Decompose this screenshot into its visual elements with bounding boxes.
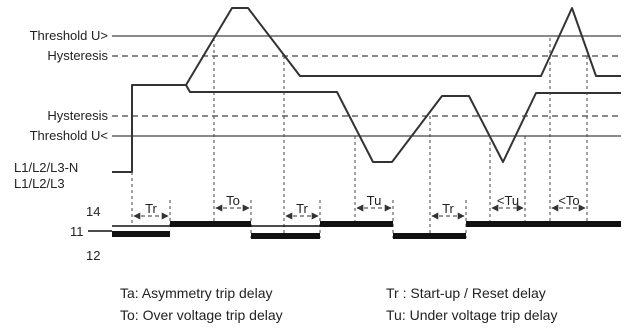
delay-label-tr: Tr (442, 201, 454, 216)
phase-n-label: L1/L2/L3-N (14, 160, 78, 175)
relay-state-bar (466, 221, 621, 227)
relay-state-bar (170, 221, 251, 227)
delay-label-tu: Tu (367, 193, 382, 208)
hysteresis-high-label: Hysteresis (47, 48, 108, 63)
relay-state-bar (393, 233, 466, 239)
contact-12-label: 12 (86, 248, 100, 263)
relay-state-trace (88, 225, 621, 232)
legend-to: To: Over voltage trip delay (120, 307, 283, 323)
delay-label-tr: Tr (145, 201, 157, 216)
delay-label-lt-tu: <Tu (497, 193, 519, 208)
relay-state-bar (251, 233, 320, 239)
delay-label-to: To (226, 193, 240, 208)
delay-label-lt-to: <To (558, 193, 579, 208)
voltage-trace-upper (112, 7, 621, 173)
threshold-low-label: Threshold U< (30, 128, 108, 143)
relay-state-bar (112, 231, 170, 237)
voltage-trace-lower (185, 84, 621, 163)
delay-label-tr: Tr (296, 201, 308, 216)
legend-tr: Tr : Start-up / Reset delay (386, 285, 546, 301)
contact-11-label: 11 (70, 224, 84, 239)
relay-state-bar (320, 221, 393, 227)
threshold-high-label: Threshold U> (30, 28, 108, 43)
contact-14-label: 14 (86, 204, 100, 219)
phase-label: L1/L2/L3 (14, 176, 65, 191)
hysteresis-low-label: Hysteresis (47, 108, 108, 123)
legend-tu: Tu: Under voltage trip delay (386, 307, 557, 323)
legend-ta: Ta: Asymmetry trip delay (120, 285, 273, 301)
